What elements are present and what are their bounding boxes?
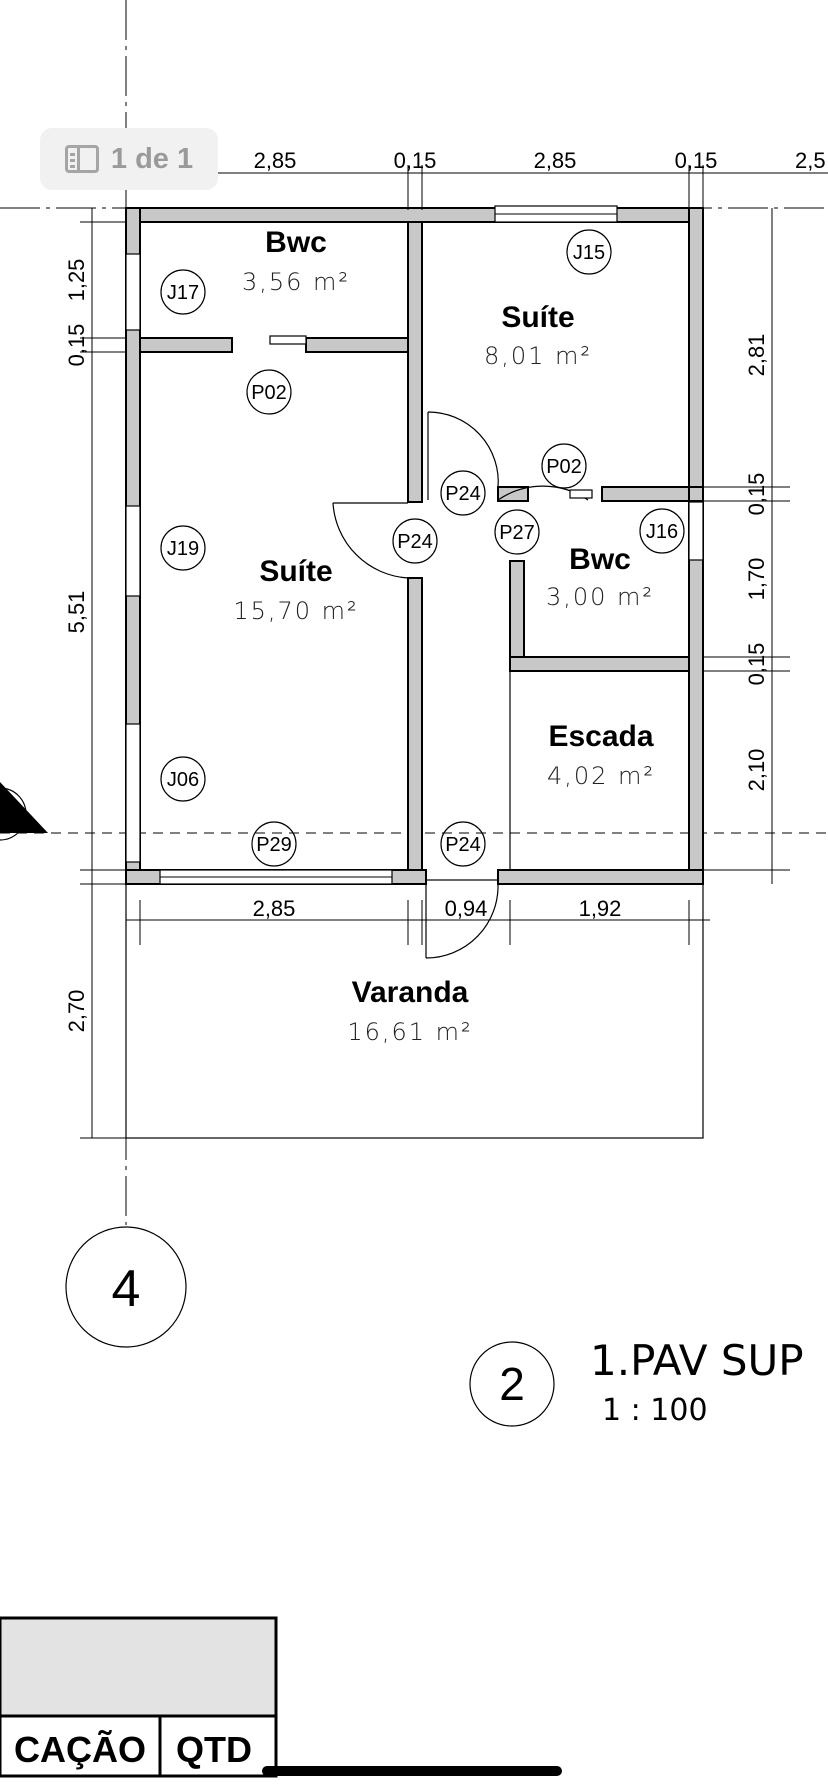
windows [125, 205, 704, 885]
dim-top-4: 0,15 [675, 148, 718, 173]
view-number: 2 [499, 1358, 525, 1410]
room-area-escada: 4,02 m² [547, 762, 655, 790]
tag-j16: J16 [646, 521, 678, 543]
dim-left-2: 0,15 [64, 324, 89, 367]
room-name-suite-2: Suíte [259, 555, 332, 588]
dim-left-3: 5,51 [64, 591, 89, 634]
dim-right-3: 1,70 [744, 558, 769, 601]
room-name-escada: Escada [548, 720, 653, 753]
view-scale: 1 : 100 [602, 1393, 708, 1428]
dim-right-2: 0,15 [744, 473, 769, 516]
dim-right-4: 0,15 [744, 643, 769, 686]
room-name-bwc-1: Bwc [265, 226, 327, 259]
page-indicator-label: 1 de 1 [110, 142, 194, 175]
table-header-col1: CAÇÃO [14, 1728, 146, 1770]
dim-bottom-3: 1,92 [579, 896, 622, 921]
tag-j06: J06 [167, 769, 199, 791]
dim-left-4: 2,70 [64, 990, 89, 1033]
dim-bottom-2: 0,94 [445, 896, 488, 921]
tag-p29: P29 [256, 834, 292, 856]
tag-j15: J15 [573, 242, 605, 264]
view-name: 1.PAV SUP [590, 1336, 804, 1385]
page-indicator[interactable]: 1 de 1 [40, 128, 218, 190]
room-area-bwc-1: 3,56 m² [242, 268, 350, 296]
dimension-lines [80, 165, 828, 1139]
schedule-table: CAÇÃO QTD [0, 1616, 278, 1778]
door-swings [269, 335, 593, 959]
room-name-bwc-2: Bwc [569, 543, 631, 576]
tag-p27: P27 [499, 522, 535, 544]
section-marker-number: 1 [2, 803, 13, 825]
section-marker: 1 [0, 782, 48, 841]
dim-right-1: 2,81 [744, 334, 769, 377]
room-area-bwc-2: 3,00 m² [546, 583, 654, 611]
tag-p24-b: P24 [397, 531, 433, 553]
view-title: 2 1.PAV SUP 1 : 100 [469, 1336, 804, 1428]
room-area-suite-2: 15,70 m² [233, 597, 358, 625]
dim-top-2: 0,15 [394, 148, 437, 173]
element-tags: J17 J15 P02 P02 P24 P24 P27 J16 J19 J06 … [160, 229, 685, 867]
dim-top-3: 2,85 [534, 148, 577, 173]
grid-axis-bubble: 4 [65, 1226, 187, 1348]
dim-bottom-1: 2,85 [253, 896, 296, 921]
grid-axis-label: 4 [112, 1260, 141, 1318]
dim-right-5: 2,10 [744, 749, 769, 792]
table-header-col2: QTD [176, 1729, 252, 1770]
tag-j19: J19 [167, 538, 199, 560]
tag-p02-a: P02 [251, 382, 287, 404]
dim-top-1: 2,85 [254, 148, 297, 173]
room-area-suite-1: 8,01 m² [484, 342, 592, 370]
sidebar-icon [64, 145, 99, 173]
tag-j17: J17 [167, 282, 199, 304]
room-name-varanda: Varanda [352, 976, 469, 1009]
room-area-varanda: 16,61 m² [347, 1018, 472, 1046]
tag-p24-c: P24 [445, 834, 481, 856]
home-indicator[interactable] [262, 1766, 562, 1776]
room-labels: Bwc 3,56 m² Suíte 8,01 m² Suíte 15,70 m²… [233, 226, 655, 1046]
tag-p24-a: P24 [445, 483, 481, 505]
dim-top-5: 2,5 [795, 148, 826, 173]
tag-p02-b: P02 [546, 456, 582, 478]
dim-left-1: 1,25 [64, 259, 89, 302]
room-name-suite-1: Suíte [501, 301, 574, 334]
dimension-texts: 2,85 0,15 2,85 0,15 2,5 1,25 0,15 5,51 2… [64, 148, 826, 1032]
